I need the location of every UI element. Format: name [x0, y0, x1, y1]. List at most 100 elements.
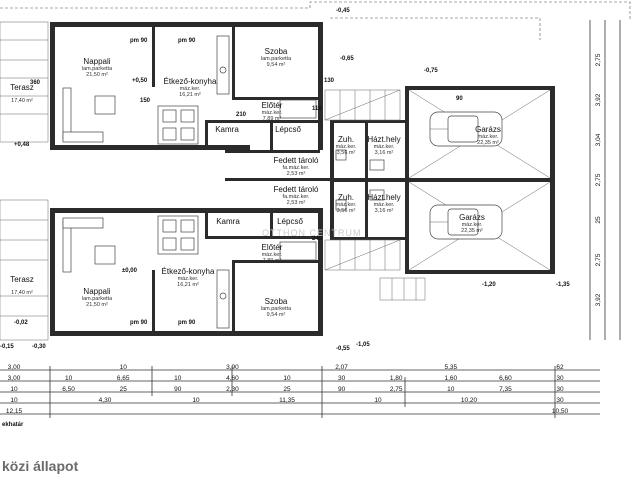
room-name: Nappali: [83, 57, 110, 66]
room-name: Nappali: [83, 287, 110, 296]
dimension-value: 30: [556, 397, 564, 404]
level-marker: +0,50: [132, 78, 148, 84]
dimension-value: 30: [338, 375, 346, 382]
room-finish: fa.máz.ker.: [283, 194, 310, 200]
room-finish: lam.parketta: [261, 306, 292, 312]
dimension-value: 2,75: [595, 53, 602, 66]
dimension-value: 3,04: [595, 133, 602, 146]
room-area: 22,35 m²: [461, 228, 483, 234]
dimension-value: 4,60: [226, 375, 239, 382]
level-marker: -0,15: [0, 344, 14, 350]
dimension-value: 11,35: [279, 397, 295, 404]
room-finish: lam.parketta: [82, 66, 113, 72]
room-name: Kamra: [216, 217, 240, 226]
dimension-value: 6,50: [62, 386, 75, 393]
watermark: OTTHON CENTRUM: [262, 228, 362, 238]
dimension-value: 3,92: [595, 293, 602, 306]
level-marker: -0,55: [336, 346, 350, 352]
dimension-value: 62: [556, 364, 564, 371]
dimension-value: 6,65: [117, 375, 130, 382]
dimension-value: 4,30: [99, 397, 112, 404]
dimension-value: 25: [120, 386, 128, 393]
dimension-value: 1,80: [390, 375, 403, 382]
dimension-value: 10: [10, 386, 18, 393]
room-name: Szoba: [265, 47, 288, 56]
level-marker: -0,02: [14, 320, 28, 326]
room-name: Zuh.: [338, 135, 354, 144]
room-name: Előtér: [262, 101, 283, 110]
opening-label: 130: [324, 78, 335, 84]
dimension-value: 10: [174, 375, 182, 382]
dimension-value: 5,35: [444, 364, 457, 371]
opening-label: pm 90: [130, 320, 148, 326]
room-name: Házt.hely: [367, 193, 400, 202]
level-marker: -1,20: [482, 282, 496, 288]
room-area: 2,53 m²: [287, 200, 306, 206]
room-area: 17,40 m²: [11, 290, 33, 296]
site-boundary: [0, 1, 631, 20]
level-marker: ±0,00: [122, 268, 138, 274]
room-finish: fa.máz.ker.: [283, 165, 310, 171]
dimension-ticks: [49, 366, 556, 418]
room-finish: lam.parketta: [82, 296, 113, 302]
room-name: Fedett tároló: [274, 185, 319, 194]
room-name: Zuh.: [338, 193, 354, 202]
opening-label: pm 90: [130, 38, 148, 44]
level-marker: -0,75: [424, 68, 438, 74]
garage-walls: [330, 86, 555, 274]
dimension-value: 90: [338, 386, 346, 393]
room-area: 21,50 m²: [86, 72, 108, 78]
opening-label: 150: [140, 98, 151, 104]
dimension-value: 3,90: [226, 364, 239, 371]
room-name: Garázs: [475, 125, 501, 134]
dimension-value: 3,92: [595, 93, 602, 106]
dimension-lines: [0, 20, 621, 415]
level-marker: -0,45: [336, 8, 350, 14]
opening-label: 210: [236, 112, 247, 118]
upper-unit-walls: [50, 22, 323, 153]
room-finish: lam.parketta: [261, 56, 292, 62]
dimension-value: 2,30: [226, 386, 239, 393]
room-area: 9,54 m²: [267, 312, 286, 318]
opening-label: pm 90: [178, 38, 196, 44]
dimension-value: 2,75: [390, 386, 403, 393]
level-marker: +0,48: [14, 142, 30, 148]
room-finish: máz.ker.: [178, 276, 199, 282]
terrace-steps: [0, 21, 49, 341]
opening-label: 110: [312, 106, 322, 112]
room-area: 17,40 m²: [11, 98, 33, 104]
dimension-value: 10: [192, 397, 200, 404]
room-area: 16,21 m²: [179, 92, 201, 98]
dimension-value: 3,00: [8, 364, 21, 371]
room-name: Terasz: [10, 275, 34, 284]
room-name: Házt.hely: [367, 135, 400, 144]
room-name: Étkező-konyha: [164, 77, 217, 86]
room-finish: máz.ker.: [478, 134, 499, 140]
dimension-value: 1,60: [444, 375, 457, 382]
level-marker: -1,35: [556, 282, 570, 288]
room-area: 21,50 m²: [86, 302, 108, 308]
dimension-value: 30: [556, 375, 564, 382]
room-finish: máz.ker.: [262, 252, 283, 258]
room-area: 7,89 m²: [263, 258, 282, 264]
room-finish: máz.ker.: [262, 110, 283, 116]
room-finish: máz.ker.: [180, 86, 201, 92]
room-name: Lépcső: [277, 217, 303, 226]
caption: közi állapot: [2, 458, 79, 474]
dimension-value: 25: [595, 216, 602, 224]
room-area: 2,53 m²: [287, 171, 306, 177]
room-finish: máz.ker.: [336, 144, 357, 150]
car-icon: [429, 204, 503, 240]
car-icon: [429, 111, 503, 147]
opening-label: 90: [456, 96, 463, 102]
opening-label: 240: [312, 236, 323, 242]
dimension-value: 12,15: [6, 408, 23, 415]
dimension-value: 25: [283, 386, 291, 393]
dimension-value: 10,20: [461, 397, 478, 404]
room-name: Fedett tároló: [274, 156, 319, 165]
room-finish: máz.ker.: [374, 144, 395, 150]
dimension-value: 7,35: [499, 386, 512, 393]
room-area: 3,56 m²: [337, 150, 356, 156]
room-name: Étkező-konyha: [162, 267, 215, 276]
dimension-value: 10: [447, 386, 455, 393]
